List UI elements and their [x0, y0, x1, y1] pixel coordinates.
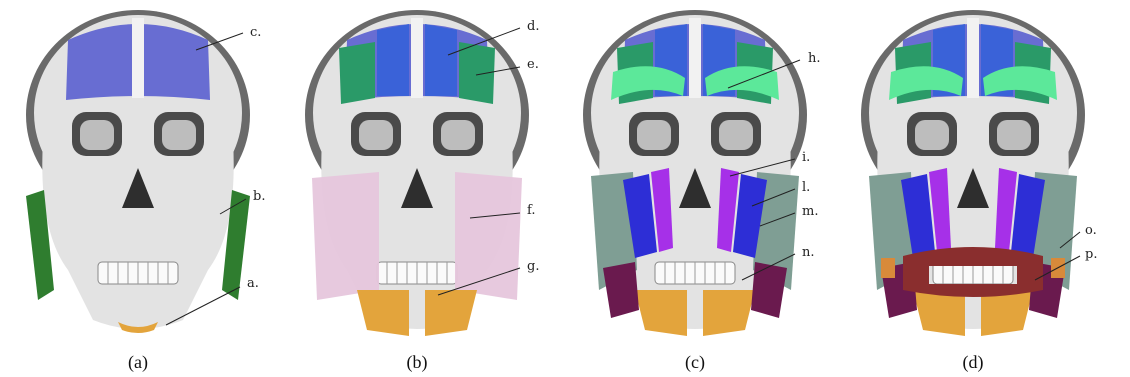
frontal-center-right [425, 24, 457, 96]
panel-caption: (c) [685, 352, 705, 373]
panel-a: c. b. a. (a) [26, 10, 265, 373]
eye-inner-left [80, 120, 114, 150]
depressor-right [751, 262, 787, 318]
label-cheek_grey: m. [802, 204, 818, 219]
label-zygomatic_outer: l. [802, 180, 810, 195]
label-orbicularis: p. [1085, 247, 1097, 262]
chin-muscle-left [635, 290, 687, 336]
label-zygomatic_inner: i. [802, 150, 810, 165]
eye-inner-right [997, 120, 1031, 150]
midline [967, 18, 979, 98]
depressor-left [603, 262, 639, 318]
label-buccinator: o. [1085, 223, 1097, 238]
cheek-right [455, 172, 522, 300]
panel-caption: (a) [128, 352, 148, 373]
chin-muscle-left [357, 290, 409, 336]
label-cheek: f. [527, 203, 535, 218]
eye-inner-right [719, 120, 753, 150]
label-frontal_lateral: e. [527, 57, 539, 72]
frontal-center-left [377, 24, 409, 96]
chin-muscle-left [913, 290, 965, 336]
panel-c: h. i. l. m. n. (c) [583, 10, 821, 373]
chin-muscle-right [425, 290, 477, 336]
label-frontal_center: d. [527, 19, 539, 34]
midline [132, 18, 144, 98]
frontal-lateral-left [339, 42, 375, 104]
label-chin_muscle: g. [527, 259, 539, 274]
eye-inner-left [915, 120, 949, 150]
label-depressor: n. [802, 245, 815, 260]
eye-inner-right [162, 120, 196, 150]
buccinator-left [881, 258, 895, 278]
eye-inner-left [359, 120, 393, 150]
midline [411, 18, 423, 98]
panel-d: o. p. (d) [861, 10, 1097, 373]
eye-inner-right [441, 120, 475, 150]
panel-caption: (d) [963, 352, 984, 373]
label-masseter: b. [253, 189, 265, 204]
panel-b: d. e. f. g. (b) [305, 10, 539, 373]
label-chin: a. [247, 276, 259, 291]
chin-muscle-right [981, 290, 1033, 336]
midline [689, 18, 701, 98]
chin-muscle-right [703, 290, 755, 336]
label-brow: h. [808, 51, 821, 66]
label-frontal: c. [250, 25, 261, 40]
eye-inner-left [637, 120, 671, 150]
cheek-left [312, 172, 379, 300]
panel-caption: (b) [407, 352, 428, 373]
